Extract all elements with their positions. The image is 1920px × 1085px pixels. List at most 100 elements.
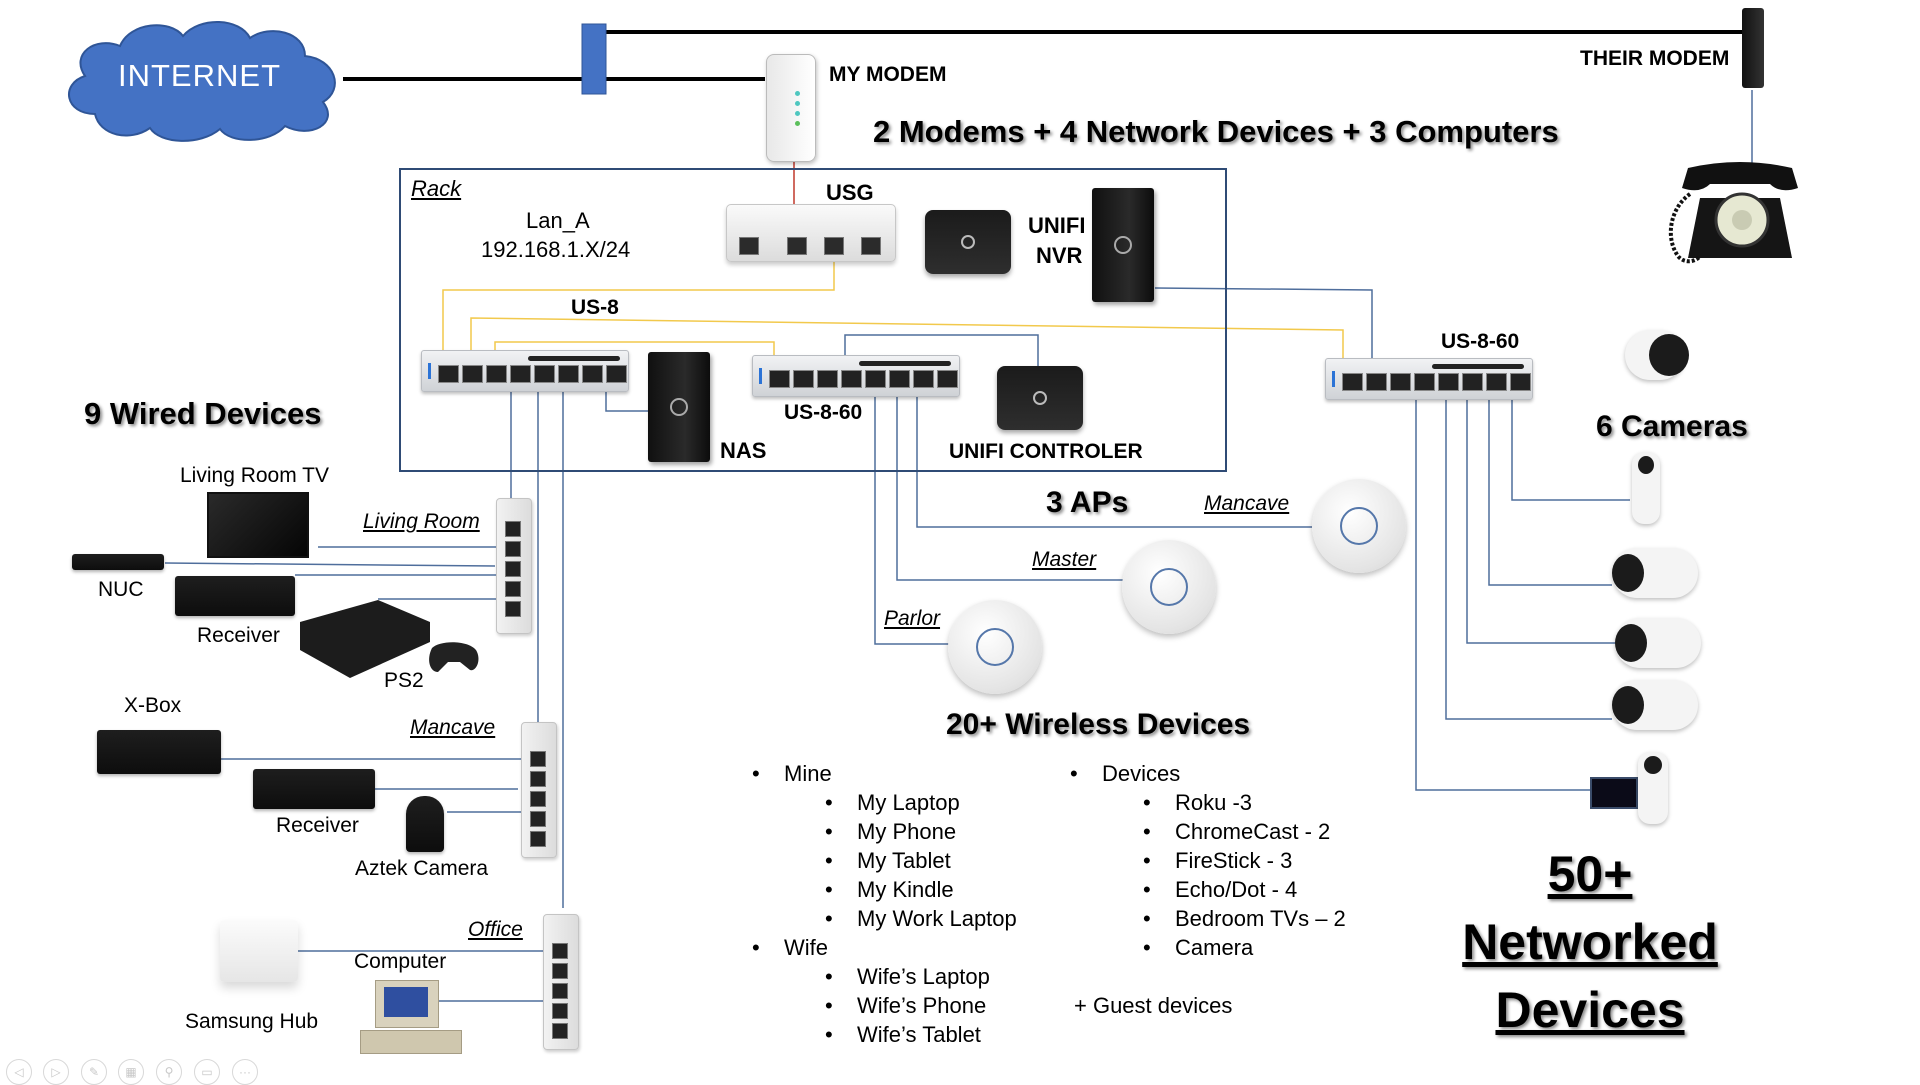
us8-switch-icon <box>421 350 629 392</box>
usg-router-icon <box>726 204 896 262</box>
controller-label: UNIFI CONTROLER <box>949 440 1143 463</box>
wire-cam-2 <box>1488 392 1612 586</box>
aztek-camera-icon <box>406 796 444 852</box>
my-modem-label: MY MODEM <box>829 63 947 86</box>
ap-label-parlor: Parlor <box>884 607 941 630</box>
remote-switch-label: US-8-60 <box>1441 330 1520 353</box>
nuc-icon <box>72 554 164 570</box>
receiver-icon-1 <box>175 576 295 616</box>
telephone-icon <box>1668 162 1798 264</box>
receiver-icon-2 <box>253 769 375 809</box>
rack-label: Rack <box>411 176 462 201</box>
camera-bullet-icon-3 <box>1612 680 1698 730</box>
list-item: FireStick - 3 <box>1143 846 1346 875</box>
device-label-ps2: PS2 <box>384 669 424 692</box>
access-point-parlor-icon <box>948 600 1042 694</box>
wire-ap-mancave <box>916 388 1312 528</box>
ap-label-mancave: Mancave <box>1204 492 1290 515</box>
list-item: Wife’s Laptop <box>825 962 1017 991</box>
total-line-1: 50+ <box>1547 846 1633 902</box>
us860-rack-label: US-8-60 <box>784 401 863 424</box>
wireless-heading: 20+ Wireless Devices <box>946 708 1251 741</box>
lan-subnet: 192.168.1.X/24 <box>481 237 631 262</box>
pen-icon: ✎ <box>88 1065 100 1079</box>
subtitles-icon: ▭ <box>201 1065 213 1079</box>
device-label-xbox: X-Box <box>124 694 182 717</box>
list-item: Roku -3 <box>1143 788 1346 817</box>
list-item: Bedroom TVs – 2 <box>1143 904 1346 933</box>
wire-us860-controller <box>844 334 1039 372</box>
remote-switch-icon <box>1325 358 1533 400</box>
subtitles-button[interactable]: ▭ <box>194 1059 220 1085</box>
more-options-button[interactable]: ··· <box>232 1059 258 1085</box>
nas-label: NAS <box>720 438 767 463</box>
us8-label: US-8 <box>571 296 619 319</box>
retro-computer-icon <box>375 980 439 1028</box>
camera-bullet-icon-1 <box>1612 548 1698 598</box>
camera-poe-injector-icon <box>1590 777 1638 809</box>
their-modem-icon <box>1742 8 1764 88</box>
wall-switch-label-mancave: Mancave <box>410 716 496 739</box>
mancave-switch-icon <box>521 722 557 858</box>
pen-tool-button[interactable]: ✎ <box>81 1059 107 1085</box>
samsung-hub-icon <box>220 920 298 982</box>
wired-heading: 9 Wired Devices <box>84 396 322 431</box>
lan-name: Lan_A <box>526 208 590 233</box>
device-label-aztek-camera: Aztek Camera <box>355 857 489 880</box>
wire-usg-us8 <box>442 255 835 372</box>
usg-label: USG <box>826 180 874 205</box>
next-icon: ▷ <box>51 1065 61 1079</box>
list-item: Camera <box>1143 933 1346 962</box>
list-item: Mine <box>752 759 1017 788</box>
list-item: My Phone <box>825 817 1017 846</box>
camera-bullet-icon-2 <box>1615 618 1701 668</box>
ap-label-master: Master <box>1032 548 1097 571</box>
camera-dome-icon <box>1625 330 1689 380</box>
more-icon: ··· <box>239 1065 251 1079</box>
wire-cam-1 <box>1511 392 1630 501</box>
nvr-appliance-icon <box>925 210 1011 274</box>
rack-container <box>399 168 1227 472</box>
wire-ap-master <box>896 388 1125 581</box>
list-item: My Tablet <box>825 846 1017 875</box>
list-item: Echo/Dot - 4 <box>1143 875 1346 904</box>
wire-us8-remote <box>470 317 1344 378</box>
guest-devices-note: + Guest devices <box>1074 993 1233 1018</box>
wireless-list-people: Mine My Laptop My Phone My Tablet My Kin… <box>752 759 1017 1049</box>
retro-keyboard-icon <box>360 1030 462 1054</box>
previous-slide-button[interactable]: ◁ <box>6 1059 32 1085</box>
controller-appliance-icon <box>997 366 1083 430</box>
us860-rack-switch-icon <box>752 355 960 397</box>
list-item: My Laptop <box>825 788 1017 817</box>
their-modem-label: THEIR MODEM <box>1580 47 1730 70</box>
nvr-label-line1: UNIFI <box>1028 213 1086 238</box>
nas-tower-icon <box>648 352 710 462</box>
list-item: My Work Laptop <box>825 904 1017 933</box>
list-item: ChromeCast - 2 <box>1143 817 1346 846</box>
my-modem-icon <box>766 54 816 162</box>
device-label-computer: Computer <box>354 950 447 973</box>
total-devices-callout: 50+ Networked Devices <box>1420 840 1760 1044</box>
wire-cam-5 <box>1415 392 1590 791</box>
internet-cloud-icon <box>68 21 336 142</box>
slides-icon: ▦ <box>125 1065 137 1079</box>
tv-icon <box>207 492 309 558</box>
wall-switch-label-office: Office <box>468 918 523 941</box>
next-slide-button[interactable]: ▷ <box>43 1059 69 1085</box>
device-label-receiver-1: Receiver <box>197 624 280 647</box>
aps-heading: 3 APs <box>1046 486 1129 519</box>
total-line-2: Networked <box>1462 914 1718 970</box>
wire-cam-3 <box>1466 392 1615 644</box>
nvr-label-line2: NVR <box>1036 243 1083 268</box>
splitter <box>581 23 607 95</box>
see-all-slides-button[interactable]: ▦ <box>118 1059 144 1085</box>
wire-cam-4 <box>1445 392 1612 720</box>
device-label-receiver-2: Receiver <box>276 814 359 837</box>
summary-heading: 2 Modems + 4 Network Devices + 3 Compute… <box>873 114 1559 149</box>
camera-flex-icon-2 <box>1638 752 1668 824</box>
access-point-mancave-icon <box>1312 479 1406 573</box>
list-item: Devices <box>1070 759 1346 788</box>
zoom-slide-button[interactable]: ⚲ <box>156 1059 182 1085</box>
cameras-heading: 6 Cameras <box>1596 410 1748 443</box>
camera-flex-icon-1 <box>1632 452 1660 524</box>
